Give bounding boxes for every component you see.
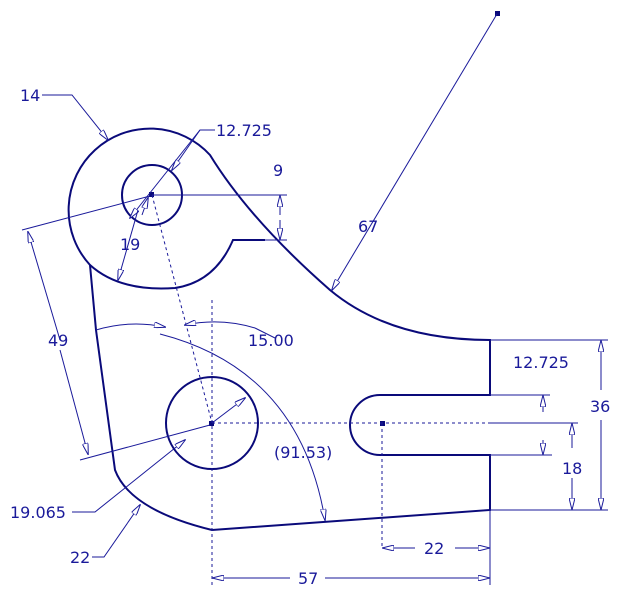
dim-15-arc [95,324,165,331]
top-notch-arc [89,239,265,290]
dim-14-leader [42,94,108,140]
dim-67-label: 67 [358,217,378,236]
dim-top-hole-label: 12.725 [216,121,272,140]
main-hole-center [209,421,214,426]
dim-15-label: 15.00 [248,331,294,350]
part-outline [67,127,491,532]
dim-22-leader [92,505,140,558]
dim-19-label: 19 [120,235,140,254]
dim-49-line [28,232,61,341]
top-hole-center [149,192,154,197]
dim-67-line [332,13,498,290]
dim-36-label: 36 [590,397,610,416]
dim-91-arc [159,333,325,520]
dim-14-label: 14 [20,86,40,105]
dim-91-label: (91.53) [274,443,332,462]
dim-49-label: 49 [48,331,68,350]
dim-18-label: 18 [562,459,582,478]
dim-9-label: 9 [273,161,283,180]
dim-22-label: 22 [70,548,90,567]
dim-19-line [118,209,139,280]
dim-slot-width-label: 12.725 [513,353,569,372]
dim-slot-offset-label: 22 [424,539,444,558]
dim-main-hole-label: 19.065 [10,503,66,522]
dim-main-hole-leader [72,440,185,513]
leader-point [495,11,500,16]
dim-57-label: 57 [298,569,318,588]
